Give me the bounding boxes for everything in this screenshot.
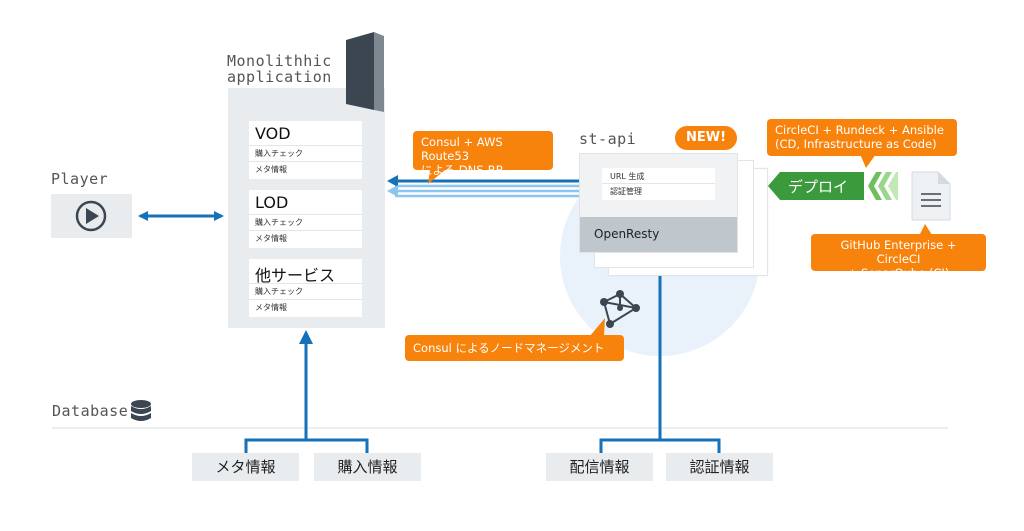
callout-route53-line2: による DNS-RR xyxy=(421,163,504,177)
right-db-connector xyxy=(599,262,721,455)
card-lod-title: LOD xyxy=(255,193,289,212)
card-vod-item-meta: メタ情報 xyxy=(255,165,287,174)
card-other-title: 他サービス xyxy=(255,266,336,285)
stapi-item-auth: 認証管理 xyxy=(610,187,642,196)
stapi-label: st-api xyxy=(579,130,637,148)
circleci-pointer xyxy=(860,154,876,168)
card-other: 他サービス 購入チェック メタ情報 xyxy=(249,259,362,317)
stapi-item-url: URL 生成 xyxy=(610,172,645,181)
route53-pointer xyxy=(428,170,445,184)
callout-circleci-line1: CircleCI + Rundeck + Ansible xyxy=(775,123,944,137)
stapi-card: URL 生成 認証管理 OpenResty xyxy=(579,153,738,253)
stapi-items: URL 生成 認証管理 xyxy=(602,168,715,200)
card-lod-item-purchase: 購入チェック xyxy=(255,218,303,227)
openresty-bar: OpenResty xyxy=(580,217,737,252)
card-vod-title: VOD xyxy=(255,124,291,143)
db-box-purchase: 購入情報 xyxy=(314,453,421,481)
new-badge: NEW! xyxy=(675,126,737,150)
card-vod-item-purchase: 購入チェック xyxy=(255,149,303,158)
db-box-meta: メタ情報 xyxy=(192,453,299,481)
card-lod-item-meta: メタ情報 xyxy=(255,234,287,243)
network-icon xyxy=(600,290,640,328)
card-other-item-purchase: 購入チェック xyxy=(255,287,303,296)
callout-circleci: CircleCI + Rundeck + Ansible (CD, Infras… xyxy=(767,119,957,156)
callout-route53: Consul + AWS Route53 による DNS-RR xyxy=(413,131,553,177)
callout-consul-node: Consul によるノードマネージメント xyxy=(405,335,624,361)
deploy-label: デプロイ xyxy=(788,178,849,196)
db-box-auth: 認証情報 xyxy=(666,453,773,481)
player-label: Player xyxy=(51,170,109,188)
database-icon xyxy=(131,400,151,421)
openresty-label: OpenResty xyxy=(594,227,660,241)
card-vod: VOD 購入チェック メタ情報 xyxy=(249,121,362,179)
card-other-item-meta: メタ情報 xyxy=(255,303,287,312)
monolith-title-line2: application xyxy=(227,68,332,86)
callout-route53-line1: Consul + AWS Route53 xyxy=(421,135,503,163)
left-db-connector xyxy=(244,340,369,455)
document-icon xyxy=(911,171,951,221)
deploy-arrow xyxy=(768,172,898,200)
stapi-monolith-arrows xyxy=(387,175,580,198)
monolith-title-line1: Monolithhic xyxy=(227,52,332,70)
chevrons-icon xyxy=(868,172,898,200)
callout-circleci-line2: (CD, Infrastructure as Code) xyxy=(775,137,937,151)
database-label: Database xyxy=(52,402,129,420)
player-box xyxy=(51,194,132,238)
monolith-title: Monolithhic application xyxy=(227,53,332,85)
consul-node-pointer xyxy=(590,318,605,336)
db-box-delivery: 配信情報 xyxy=(546,453,653,481)
callout-github-line2: + SonarQube (CI) xyxy=(847,266,950,280)
play-icon xyxy=(75,200,107,232)
callout-github-line1: GitHub Enterprise + CircleCI xyxy=(840,238,957,266)
callout-github: GitHub Enterprise + CircleCI + SonarQube… xyxy=(811,234,986,280)
card-lod: LOD 購入チェック メタ情報 xyxy=(249,190,362,248)
monolith-block-icon xyxy=(346,32,384,112)
